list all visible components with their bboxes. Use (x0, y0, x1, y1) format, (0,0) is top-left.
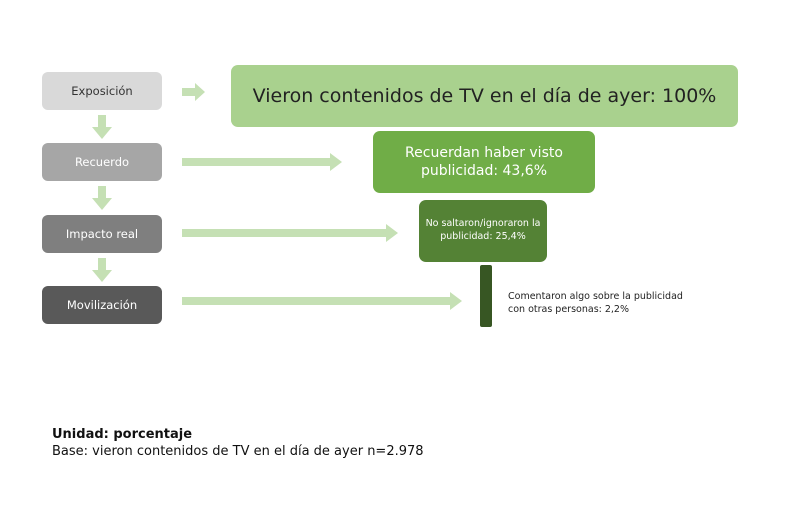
down-arrow-icon (92, 186, 112, 210)
funnel-recuerdo-line2: publicidad: 43,6% (420, 163, 547, 179)
funnel-recuerdo-line1: Recuerdan haber visto (405, 144, 563, 161)
stage-impacto-real: Impacto real (42, 215, 162, 253)
stage-movilizacion-label: Movilización (66, 298, 138, 312)
unit-note: Unidad: porcentaje (52, 427, 193, 442)
funnel-exposicion-text: Vieron contenidos de TV en el día de aye… (252, 85, 717, 107)
stage-recuerdo-label: Recuerdo (74, 155, 130, 169)
right-arrow-icon (182, 153, 342, 171)
funnel-recuerdo-text: Recuerdan haber visto publicidad: 43,6% (405, 144, 563, 180)
funnel-recuerdo: Recuerdan haber visto publicidad: 43,6% (373, 131, 595, 193)
right-arrow-icon (182, 292, 462, 310)
right-arrow-icon (182, 224, 398, 242)
funnel-impacto-real-line2: publicidad: 25,4% (440, 231, 526, 242)
funnel-impacto-real: No saltaron/ignoraron la publicidad: 25,… (419, 200, 547, 262)
funnel-movilizacion-line2: con otras personas: 2,2% (508, 303, 629, 315)
funnel-movilizacion-label: Comentaron algo sobre la publicidad con … (508, 291, 708, 317)
down-arrow-icon (92, 258, 112, 282)
funnel-impacto-real-text: No saltaron/ignoraron la publicidad: 25,… (426, 218, 541, 244)
stage-exposicion-label: Exposición (71, 84, 133, 98)
stage-impacto-real-label: Impacto real (65, 227, 139, 241)
stage-recuerdo: Recuerdo (42, 143, 162, 181)
funnel-exposicion: Vieron contenidos de TV en el día de aye… (231, 65, 738, 127)
funnel-impacto-real-line1: No saltaron/ignoraron la (425, 218, 541, 230)
stage-movilizacion: Movilización (42, 286, 162, 324)
right-arrow-icon (182, 83, 205, 101)
stage-exposicion: Exposición (42, 72, 162, 110)
down-arrow-icon (92, 115, 112, 139)
funnel-movilizacion-line1: Comentaron algo sobre la publicidad (508, 291, 683, 302)
funnel-movilizacion-bar (480, 265, 492, 327)
base-note: Base: vieron contenidos de TV en el día … (52, 444, 424, 459)
